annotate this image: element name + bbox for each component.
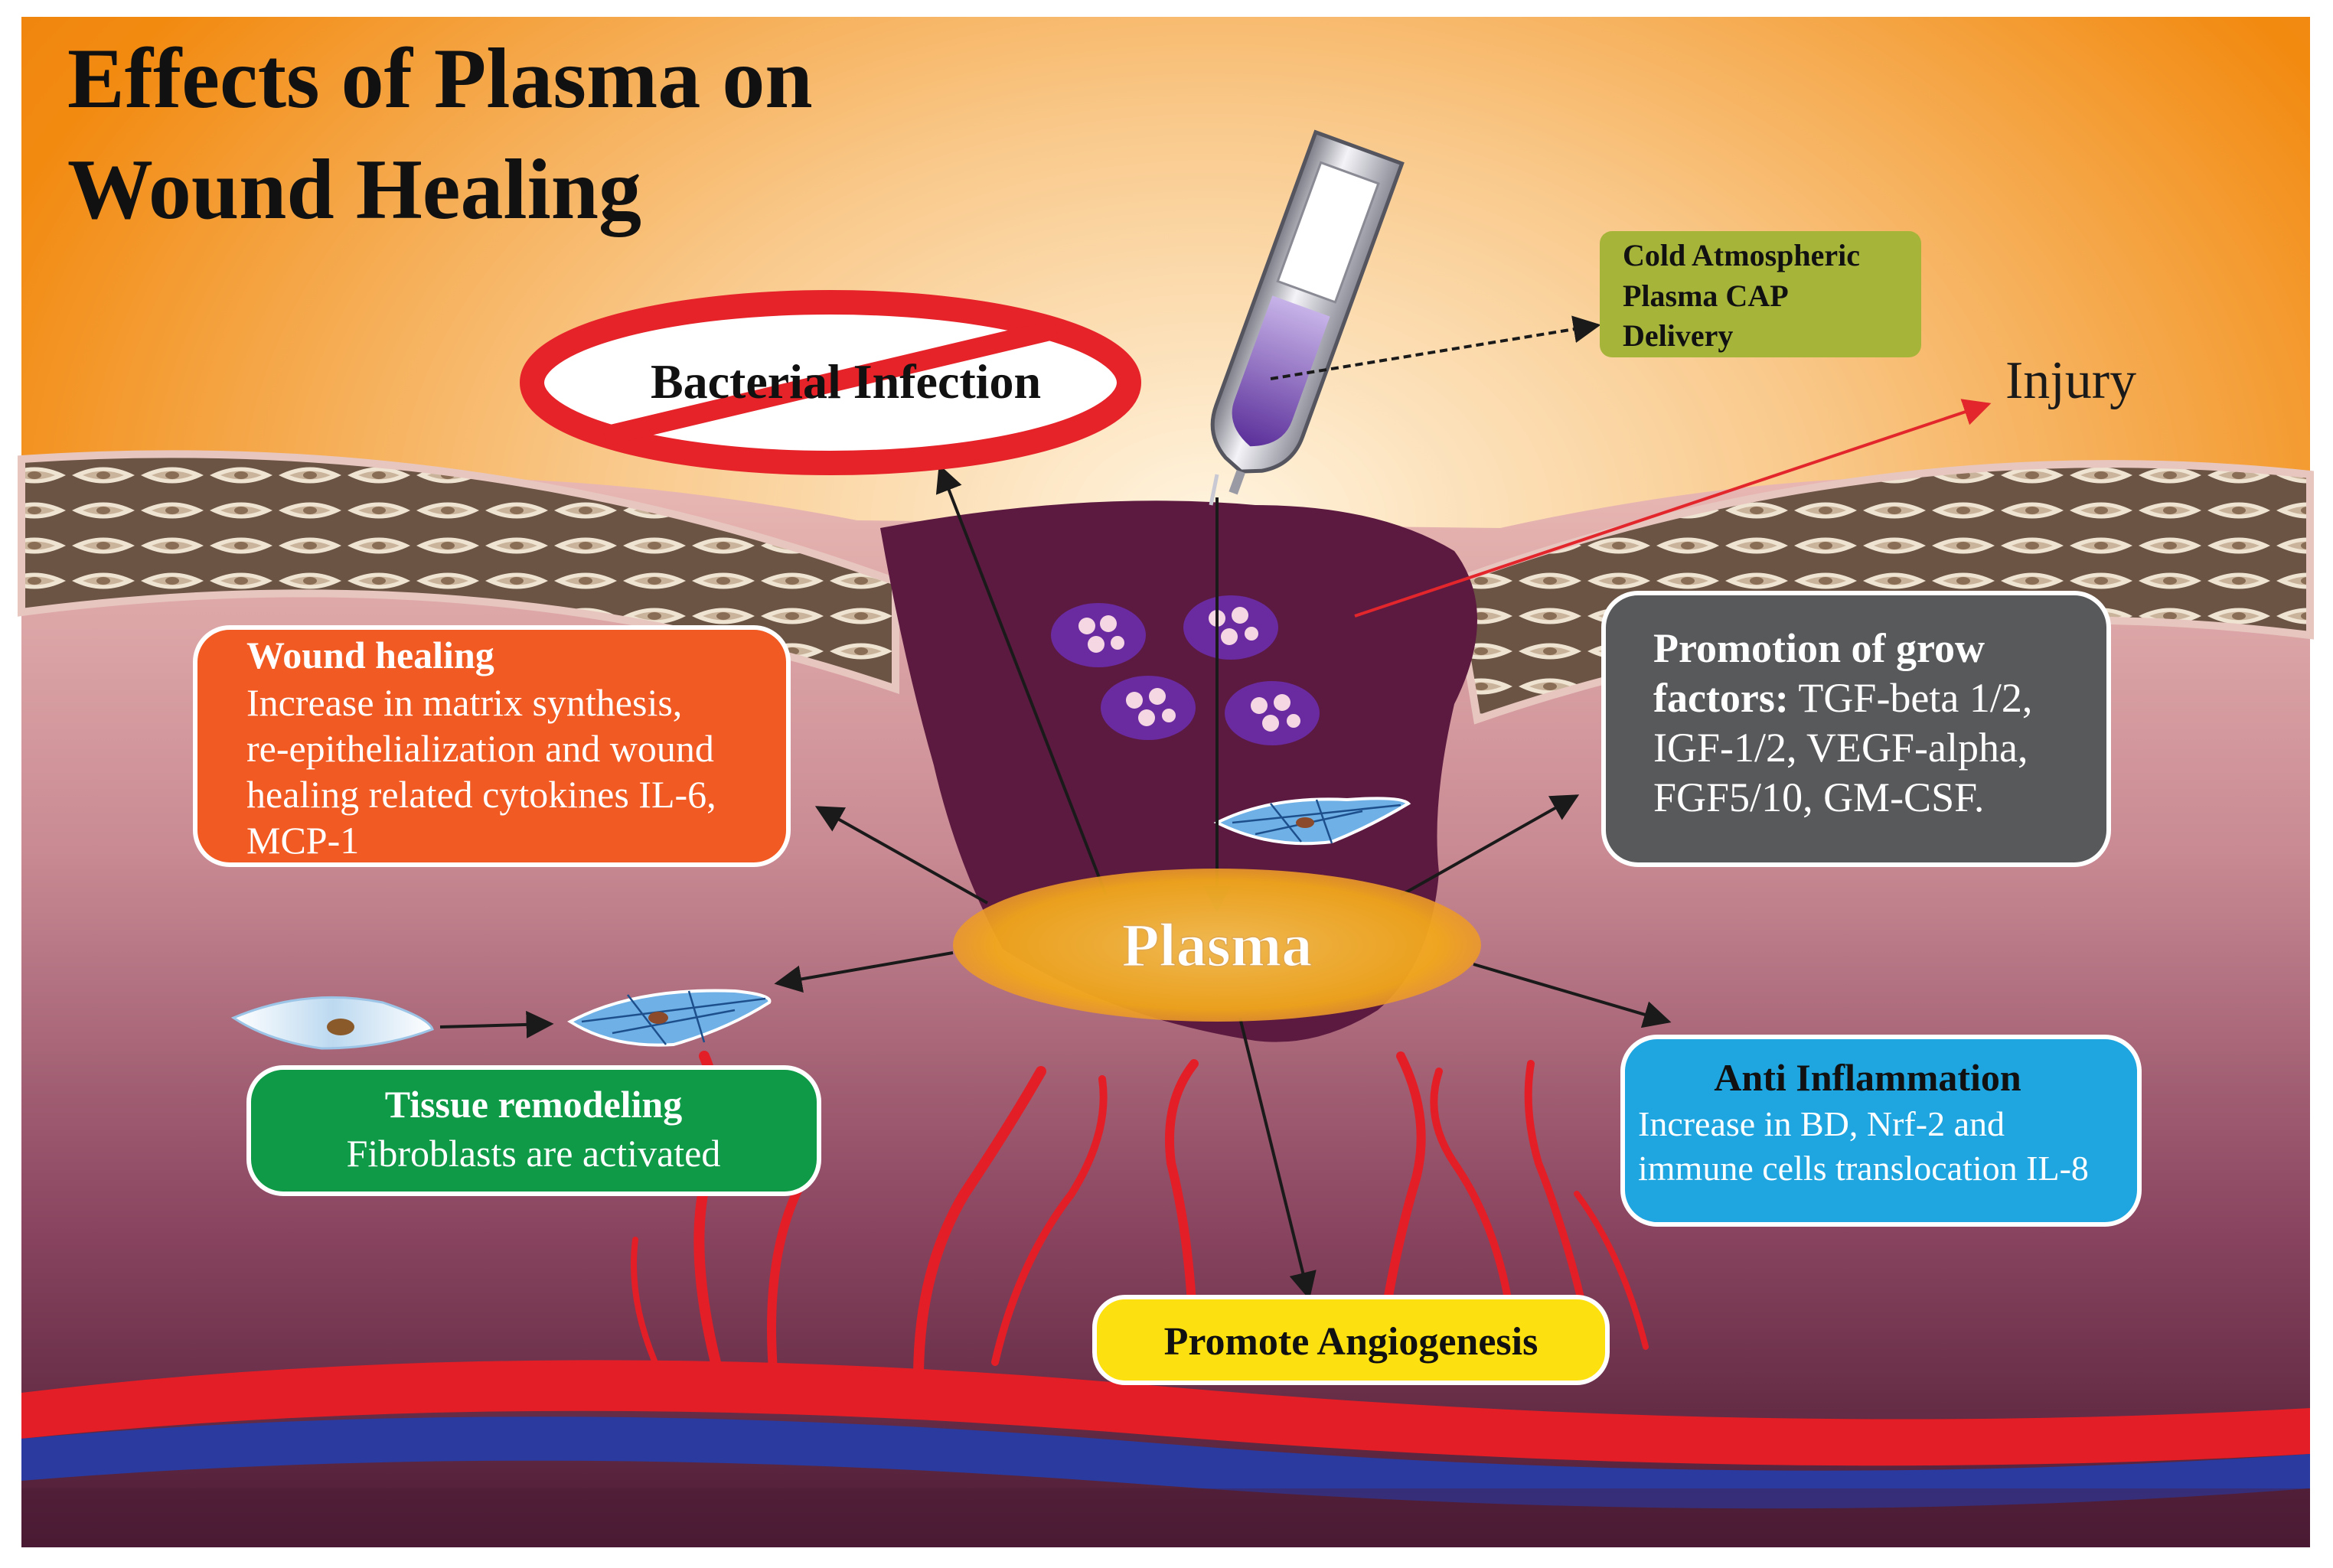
tissue-remodeling-box — [246, 1065, 821, 1196]
wound-healing-box — [193, 625, 791, 867]
cell-cluster-icon — [1101, 676, 1196, 740]
activated-fibroblast-icon — [567, 989, 772, 1047]
anti-inflammation-box — [1620, 1035, 2142, 1227]
tissue-remodeling-heading: Tissue remodeling — [385, 1083, 682, 1126]
pathway-arrows — [439, 315, 1672, 1300]
bacterial-infection-label: Bacterial Infection — [651, 354, 1041, 409]
epidermis-left — [18, 450, 899, 694]
activated-fibroblast-icon — [1213, 797, 1411, 846]
anti-inflammation-heading: Anti Inflammation — [1714, 1056, 2021, 1099]
cell-cluster-icon — [1225, 681, 1320, 745]
vein — [21, 1416, 2310, 1509]
growth-factors-text: Promotion of grow factors: TGF-beta 1/2,… — [1653, 625, 2043, 820]
cap-delivery-text: Cold Atmospheric Plasma CAP Delivery — [1623, 238, 1868, 353]
title-line-1: Effects of Plasma on — [67, 31, 813, 126]
fibroblast-icon — [230, 996, 434, 1050]
plasma-label: Plasma — [1122, 912, 1313, 980]
injury-arrow — [1354, 399, 1992, 618]
cell-cluster-icon — [1051, 603, 1146, 667]
cap-delivery-box — [1600, 231, 1921, 357]
plasma-pen-icon — [1210, 129, 1405, 495]
injury-label: Injury — [2005, 351, 2136, 410]
growth-factors-box — [1601, 591, 2111, 867]
angiogenesis-label: Promote Angiogenesis — [1164, 1320, 1538, 1364]
no-sign-icon — [520, 290, 1141, 475]
anti-inflammation-text: Increase in BD, Nrf-2 and immune cells t… — [1638, 1104, 2089, 1188]
wound-healing-text: Wound healing Increase in matrix synthes… — [246, 634, 726, 862]
angiogenesis-box — [1092, 1295, 1610, 1385]
title-line-2: Wound Healing — [67, 142, 641, 237]
cell-cluster-icon — [1183, 595, 1278, 660]
tissue-remodeling-body: Fibroblasts are activated — [347, 1132, 721, 1175]
plasma-ellipse — [953, 869, 1481, 1022]
artery — [21, 1360, 2310, 1466]
